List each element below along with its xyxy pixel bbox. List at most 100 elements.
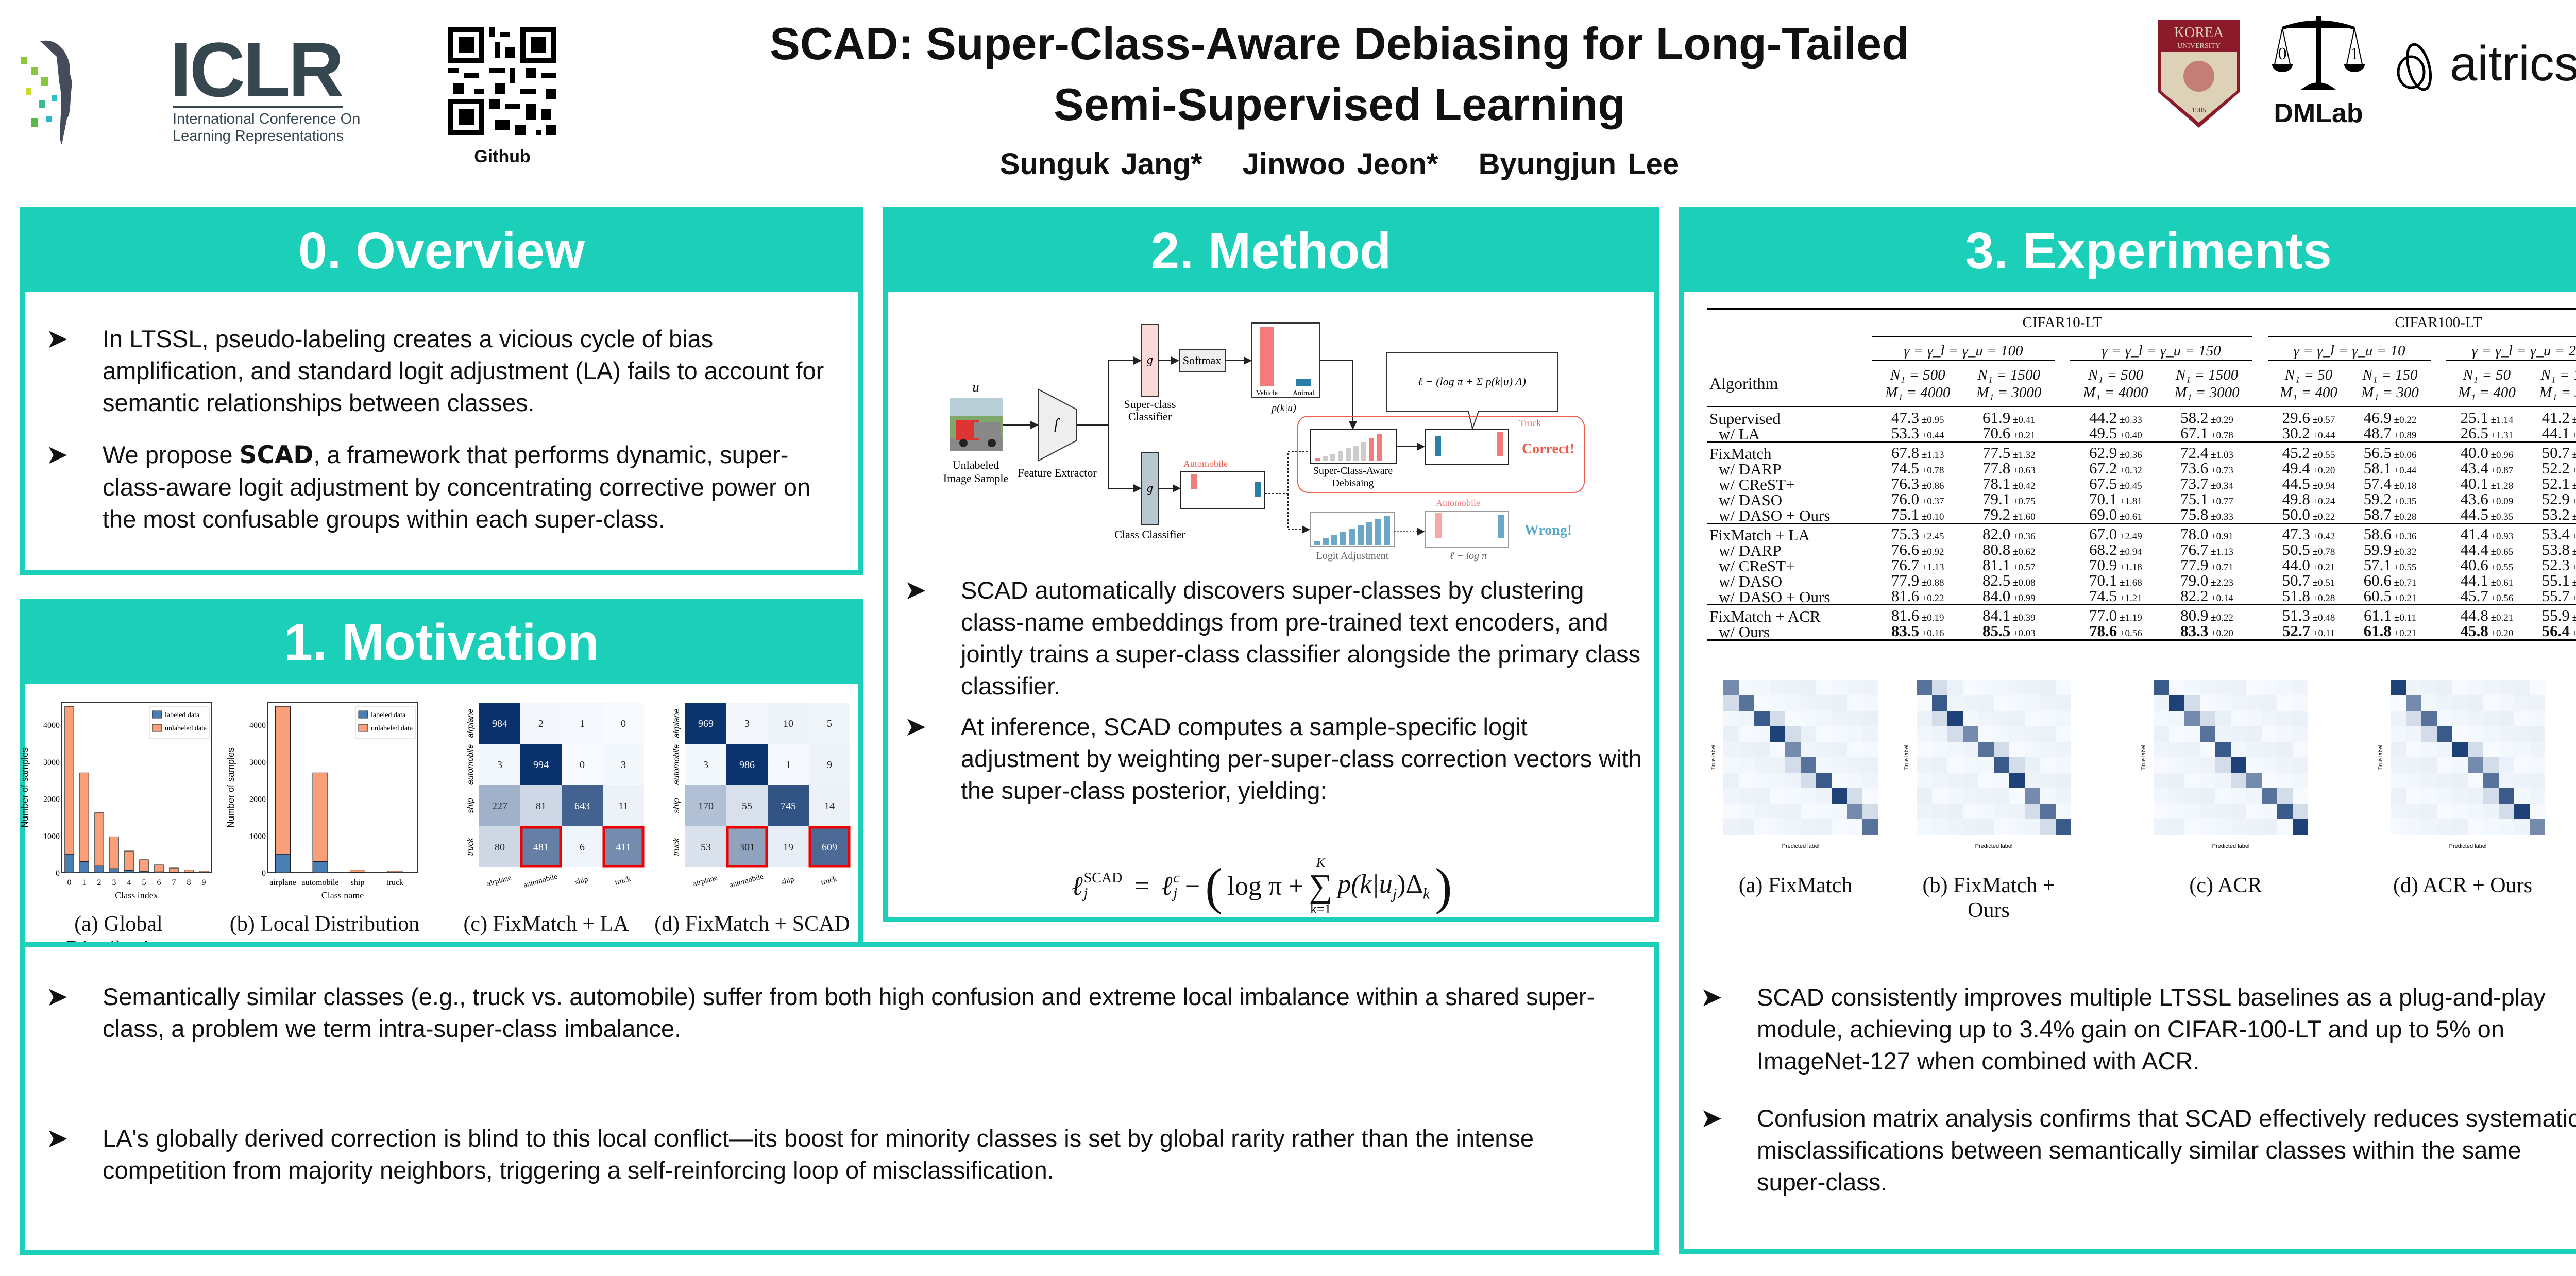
heatmap-cell xyxy=(2025,773,2040,788)
y-tick-label: 1000 xyxy=(249,832,266,841)
bar-unlabeled xyxy=(312,772,328,862)
heatmap-cell xyxy=(2231,788,2246,804)
caption-d: (d) FixMatch + SCAD xyxy=(654,912,850,936)
table-cell: 50.0 ±0.22 xyxy=(2282,505,2335,523)
heatmap-cell xyxy=(2169,695,2184,711)
heatmap-cell xyxy=(2246,695,2262,711)
table-cell: 59.9 ±0.32 xyxy=(2363,540,2417,558)
cell-value: 3 xyxy=(703,759,708,771)
iclr-logo: ICLR International Conference On Learnin… xyxy=(15,26,397,144)
arrow-bullet-icon: ➤ xyxy=(904,575,927,605)
heatmap-cell xyxy=(2200,695,2215,711)
heatmap-cell xyxy=(2391,695,2406,711)
scad-highlight-box xyxy=(1297,416,1585,493)
formula-log-prior: log π + xyxy=(1227,871,1304,901)
heatmap-cell xyxy=(2421,695,2437,711)
heatmap-cell xyxy=(1785,804,1801,819)
bar-unlabeled xyxy=(124,850,134,871)
superclass-label-1: Super-class xyxy=(1124,398,1176,411)
heatmap-cell xyxy=(2406,804,2421,819)
table-cell: 79.1 ±0.75 xyxy=(1982,490,2036,508)
heatmap-cell xyxy=(2154,757,2169,773)
legend-label: unlabeled data xyxy=(165,725,207,733)
table-cell: 60.6 ±0.71 xyxy=(2363,571,2417,589)
heatmap-cell xyxy=(603,703,644,744)
bullet-text: In LTSSL, pseudo-labeling creates a vici… xyxy=(103,325,824,416)
table-cell: 77.9 ±0.88 xyxy=(1891,571,1944,589)
heatmap-cell xyxy=(1978,788,1994,804)
highlight-box xyxy=(808,826,851,868)
table-cell: 62.9 ±0.36 xyxy=(2070,441,2161,461)
table-cell: 67.0 ±2.49 xyxy=(2070,523,2161,542)
bullet-text: At inference, SCAD computes a sample-spe… xyxy=(961,713,1642,804)
heatmap-cell xyxy=(1963,726,1978,742)
y-tick-label: truck xyxy=(466,838,475,856)
table-cell: 50.7 ±0.25 xyxy=(2527,441,2576,461)
method-bullet: ➤ At inference, SCAD computes a sample-s… xyxy=(904,711,1649,807)
heatmap-cell xyxy=(1932,757,1947,773)
heatmap-cell xyxy=(2009,695,2025,711)
cell-value: 55 xyxy=(742,801,752,812)
heatmap-cell xyxy=(1785,819,1801,835)
heatmap-cell xyxy=(1932,788,1947,804)
heatmap-cell xyxy=(2184,711,2200,726)
sample-label-2: Image Sample xyxy=(943,472,1008,485)
heatmap-cell xyxy=(1739,773,1754,788)
method-panel: 2. Method xyxy=(883,207,1659,922)
cell-value: 14 xyxy=(824,801,835,812)
heatmap-cell xyxy=(2009,819,2025,835)
chart-frame xyxy=(267,702,418,873)
heatmap-cell xyxy=(2499,773,2514,788)
x-tick-label: 1 xyxy=(82,878,87,887)
heatmap-cell xyxy=(1801,757,1816,773)
x-tick-label: airplane xyxy=(692,874,719,888)
table-cell: 53.4 ±0.32 xyxy=(2527,523,2576,542)
heatmap-cell xyxy=(1963,788,1978,804)
table-cell: 40.6 ±0.55 xyxy=(2460,556,2514,574)
table-cell: 80.9 ±0.22 xyxy=(2161,604,2253,624)
x-axis-label: Class name xyxy=(321,890,364,900)
heatmap-cell xyxy=(2169,726,2184,742)
cell-value: 643 xyxy=(574,801,590,812)
heatmap-cell xyxy=(2200,804,2215,819)
heatmap-cell xyxy=(2184,819,2200,835)
table-cell: 55.7 ±0.57 xyxy=(2541,587,2576,605)
heatmap-cell xyxy=(2056,742,2071,757)
scad-bar xyxy=(1346,448,1351,461)
heatmap-cell xyxy=(2406,819,2421,835)
cell-value: 53 xyxy=(701,842,711,853)
table-cell: 82.5 ±0.08 xyxy=(1982,571,2036,589)
gamma-header: γ = γ_l = γ_u = 10 xyxy=(2268,336,2431,361)
heatmap-cell xyxy=(1832,695,1847,711)
heatmap-cell xyxy=(2391,680,2406,695)
heatmap-cell xyxy=(520,826,562,867)
table-cell: 78.6 ±0.56 xyxy=(2070,623,2161,641)
table-cell: 44.5 ±0.94 xyxy=(2282,474,2335,492)
heatmap-cell xyxy=(1785,742,1801,757)
dataset-header: CIFAR10-LT xyxy=(1872,308,2253,337)
author: Sunguk Jang* xyxy=(999,147,1202,181)
heatmap-cell xyxy=(1754,695,1770,711)
heatmap-cell xyxy=(2452,680,2468,695)
github-qr-code[interactable]: Github xyxy=(448,27,556,166)
table-cell: 58.2 ±0.29 xyxy=(2161,406,2253,426)
heatmap-cell xyxy=(2293,695,2308,711)
table-cell: 74.5 ±1.21 xyxy=(2089,587,2142,605)
heatmap-cell xyxy=(2246,788,2262,804)
x-tick-label: 8 xyxy=(187,878,191,887)
heatmap-cell xyxy=(2184,695,2200,711)
cell-value: 2 xyxy=(538,718,544,729)
vehicle-label: Vehicle xyxy=(1256,389,1278,397)
heatmap-cell xyxy=(2499,695,2514,711)
heatmap-cell xyxy=(2262,742,2277,757)
heatmap-cell xyxy=(1770,680,1785,695)
heatmap-cell xyxy=(1947,788,1963,804)
heatmap-cell xyxy=(1847,680,1862,695)
heatmap-cell xyxy=(2514,804,2530,819)
table-cell: 45.2 ±0.55 xyxy=(2268,441,2349,461)
heatmap-cell xyxy=(2056,788,2071,804)
bullet-text: SCAD automatically discovers super-class… xyxy=(961,576,1641,700)
heatmap-cell xyxy=(1770,788,1785,804)
heatmap-cell xyxy=(1770,757,1785,773)
table-cell: 76.6 ±0.92 xyxy=(1891,540,1944,558)
